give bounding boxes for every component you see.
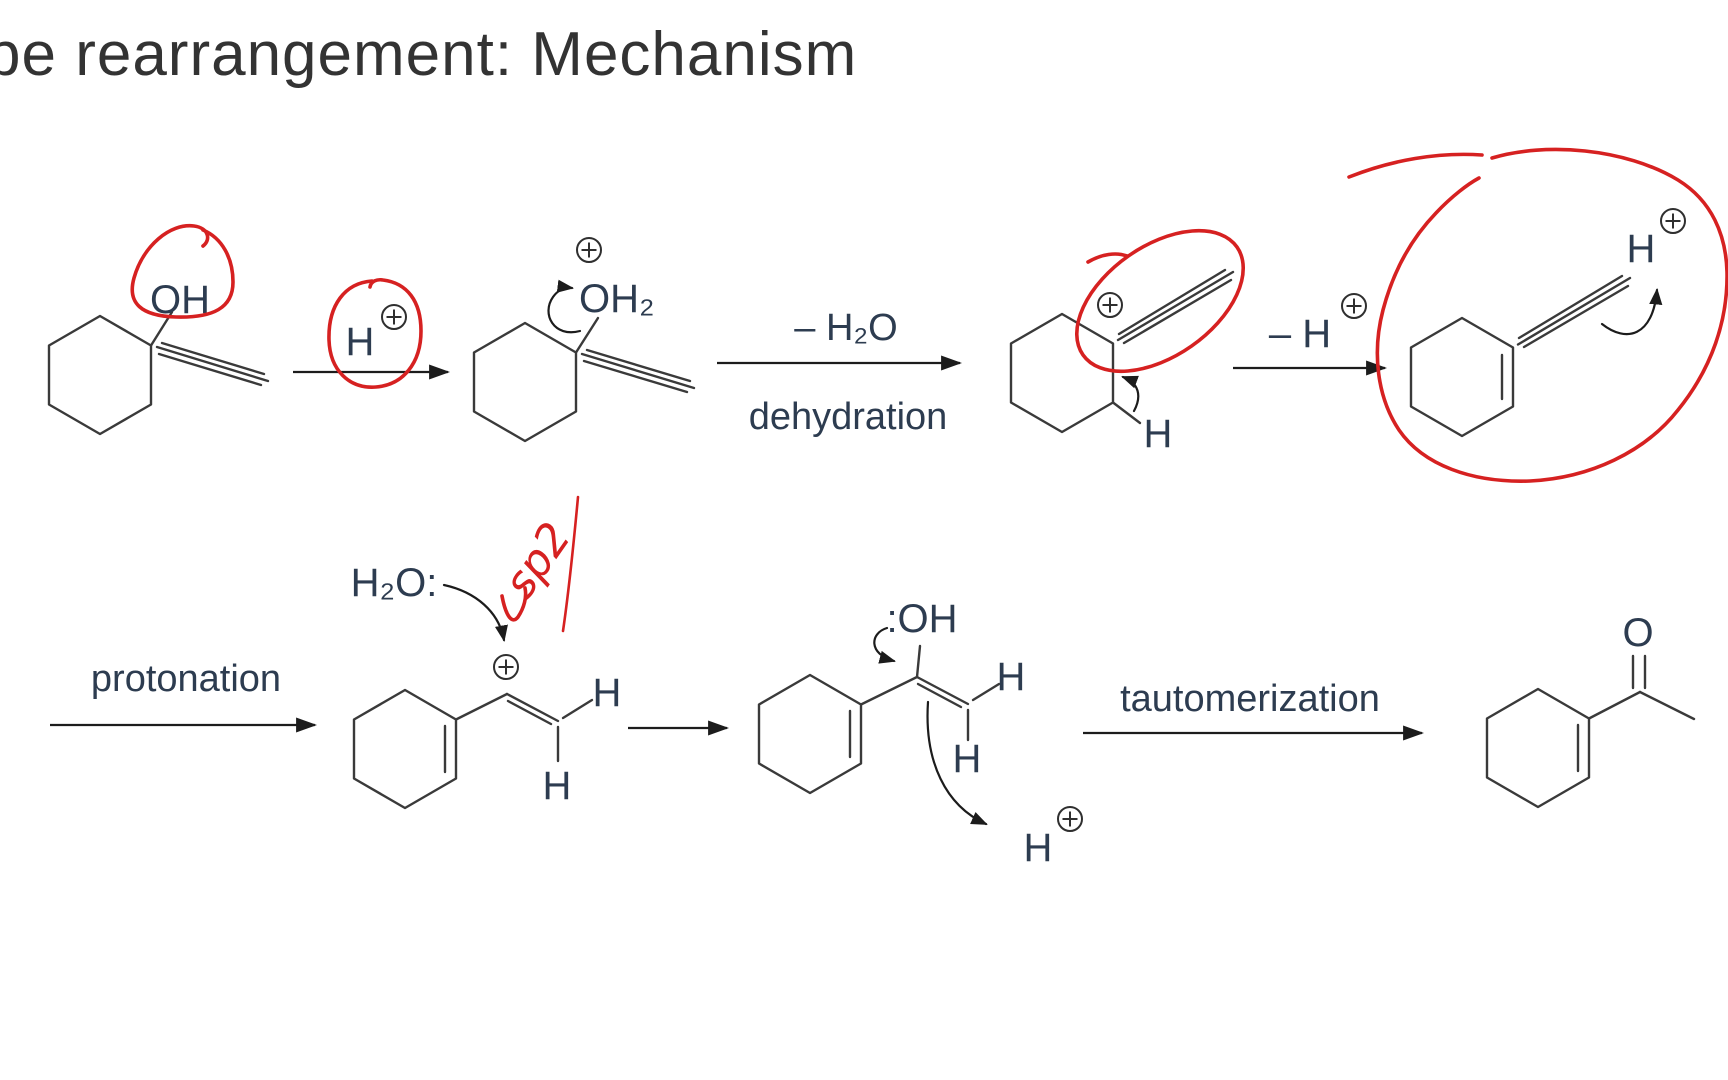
plus-charge-icon [1660, 208, 1686, 234]
minus-proton-label: – H [1269, 312, 1331, 356]
reaction-arrow-dehydration: – H₂O dehydration [717, 307, 962, 438]
proton-label: H [346, 320, 375, 364]
structure-ethynyl-cyclohexene: H [1409, 208, 1686, 438]
curly-arrow-water-attack [442, 583, 508, 642]
vinyl-h-label: H [543, 764, 572, 808]
reaction-arrow-deprotonation: – H [1233, 293, 1387, 376]
structure-protonated-enol: :OH H H H [757, 597, 1083, 870]
plus-charge-icon [1097, 292, 1123, 318]
tautomerization-label: tautomerization [1120, 678, 1380, 720]
reaction-arrow-tautomerization: tautomerization [1083, 678, 1424, 741]
structure-oxonium: OH₂ [472, 237, 696, 443]
migrating-h-label: H [1144, 412, 1173, 456]
curly-arrow-hydride-shift [1121, 375, 1140, 413]
carbonyl-o-label: O [1622, 611, 1653, 655]
curly-arrow-alkyne-protonation [1600, 288, 1663, 336]
page-title: pe rearrangement: Mechanism [0, 20, 857, 89]
vinyl-h-label: H [953, 737, 982, 781]
water-nucleophile-label: H₂O: [351, 561, 438, 605]
red-circle-annotation-hplus [327, 277, 423, 389]
enol-oh-label: :OH [886, 597, 957, 641]
dehydration-label: dehydration [749, 396, 948, 438]
plus-charge-icon [1341, 293, 1367, 319]
minus-water-label: – H₂O [794, 307, 897, 349]
structure-alkynyl-cation: H [1009, 268, 1235, 456]
reaction-arrow-protonation-step1: H [293, 304, 450, 380]
proton-label: H [1627, 227, 1656, 271]
plus-charge-icon [493, 654, 519, 680]
curly-arrow-lone-pair [873, 626, 896, 664]
vinyl-h-label: H [593, 671, 622, 715]
curly-arrow-proton-loss [926, 700, 988, 826]
red-circle-annotation-oh [130, 224, 235, 319]
structure-ethynyl-cyclohexanol: OH [47, 278, 270, 436]
structure-acetyl-cyclohexene: O [1485, 611, 1696, 809]
plus-charge-icon [576, 237, 602, 263]
red-sp2-annotation: sp2 [494, 495, 581, 633]
reaction-arrow-protonation-step2: protonation [50, 658, 317, 733]
oxonium-label: OH₂ [579, 277, 655, 321]
vinyl-h-label: H [997, 655, 1026, 699]
plus-charge-icon [1057, 806, 1083, 832]
red-circle-annotation-intermediate [1347, 147, 1728, 483]
red-circle-annotation-cation [1074, 228, 1246, 374]
protonation-label: protonation [91, 658, 281, 700]
leaving-proton-label: H [1024, 826, 1053, 870]
curly-arrow-co-bond-break [547, 279, 582, 334]
structure-vinyl-cation: H H H₂O: [351, 561, 622, 810]
plus-charge-icon [381, 304, 407, 330]
